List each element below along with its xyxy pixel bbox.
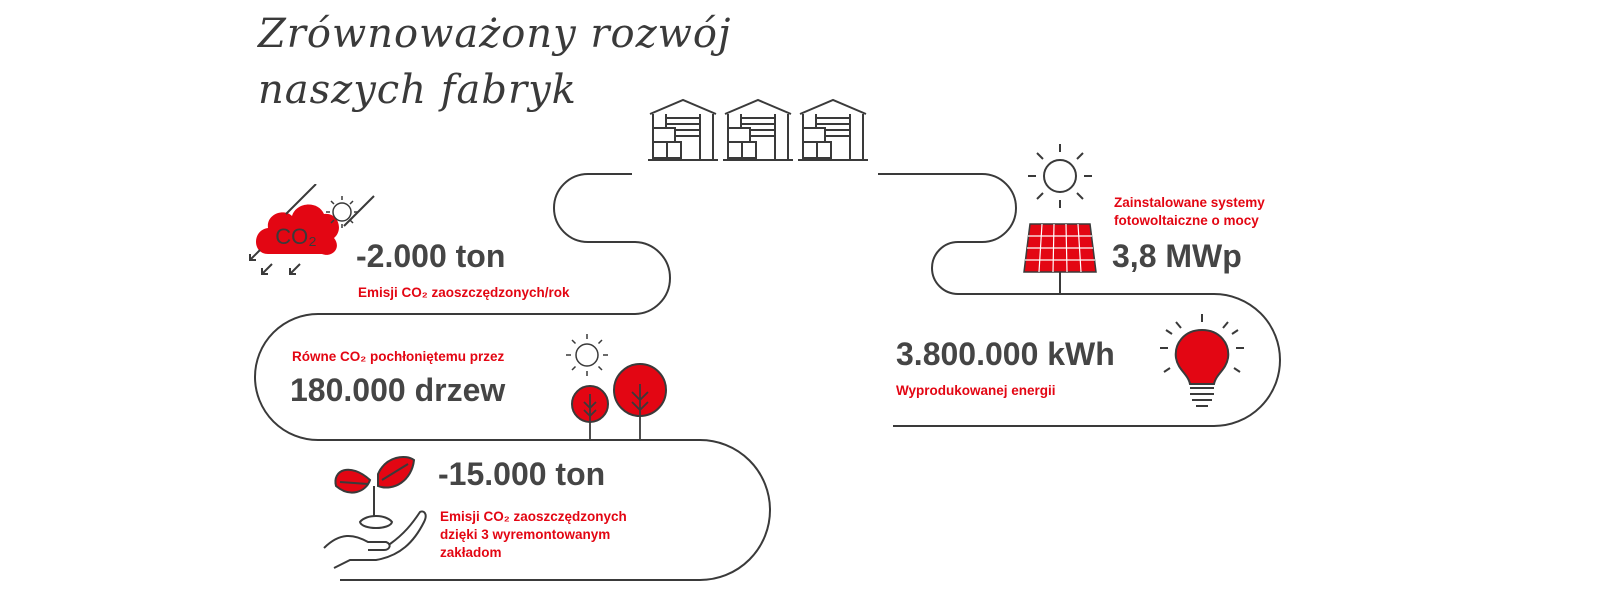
page-title: Zrównoważony rozwój naszych fabryk	[258, 6, 778, 118]
title-line-2: naszych fabryk	[258, 67, 577, 113]
trees-value: 180.000 drzew	[290, 372, 506, 408]
factory-1	[648, 98, 718, 161]
solar-panel-icon	[1023, 223, 1097, 294]
solar-sun-icon	[1028, 144, 1092, 208]
tree-icon	[571, 363, 667, 440]
factory-icon	[648, 98, 868, 161]
small-sun-icon	[326, 196, 358, 228]
renovated-label-2: dzięki 3 wyremontowanym	[440, 527, 611, 542]
co2-cloud-icon: CO₂	[249, 184, 375, 275]
solar-label-2: fotowoltaiczne o mocy	[1114, 213, 1259, 228]
renovated-label-1: Emisji CO₂ zaoszczędzonych	[440, 509, 627, 524]
solar-label-1: Zainstalowane systemy	[1114, 195, 1265, 210]
solar-value: 3,8 MWp	[1112, 238, 1242, 274]
light-bulb-icon	[1160, 314, 1244, 407]
emissions-label: Emisji CO₂ zaoszczędzonych/rok	[358, 285, 570, 300]
title-line-1: Zrównoważony rozwój	[258, 11, 732, 57]
renovated-label-3: zakładom	[440, 545, 502, 560]
renovated-value: -15.000 ton	[438, 456, 606, 492]
emissions-value: -2.000 ton	[356, 238, 506, 274]
energy-label: Wyprodukowanej energii	[896, 383, 1056, 398]
co2-cloud-label: CO₂	[275, 224, 317, 249]
sun-icon	[566, 334, 608, 376]
plant-in-hand-icon	[323, 456, 427, 569]
energy-value: 3.800.000 kWh	[896, 336, 1115, 372]
trees-label: Równe CO₂ pochłoniętemu przez	[292, 349, 505, 364]
